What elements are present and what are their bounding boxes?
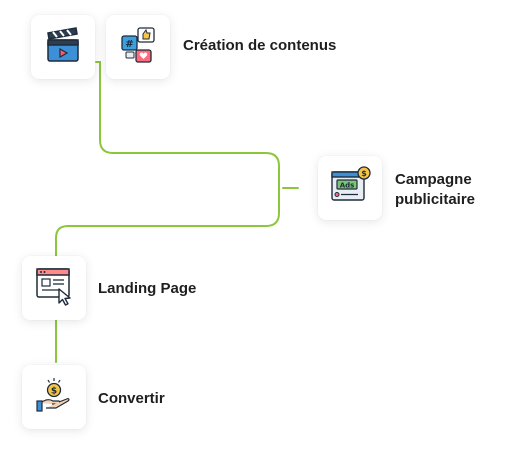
landing-page-card <box>22 256 86 320</box>
social-media-icon: # <box>117 24 159 71</box>
step-label-ad-campaign: Campagne publicitaire <box>395 171 476 208</box>
ads-card: Ads $ <box>318 156 382 220</box>
svg-text:$: $ <box>51 386 57 396</box>
social-media-card: # <box>106 15 170 79</box>
convert-card: $ <box>22 365 86 429</box>
clapperboard-icon <box>43 25 83 70</box>
landing-page-icon <box>32 264 76 313</box>
ads-badge-text: Ads <box>340 181 355 189</box>
clapperboard-card <box>31 15 95 79</box>
money-hand-icon: $ <box>34 375 74 420</box>
ads-icon: Ads $ <box>328 164 372 213</box>
step-label-content-creation: Création de contenus <box>183 37 337 54</box>
svg-text:#: # <box>125 39 133 50</box>
step-label-landing-page: Landing Page <box>98 280 197 297</box>
step-label-convert: Convertir <box>98 390 165 407</box>
svg-text:$: $ <box>361 169 367 178</box>
